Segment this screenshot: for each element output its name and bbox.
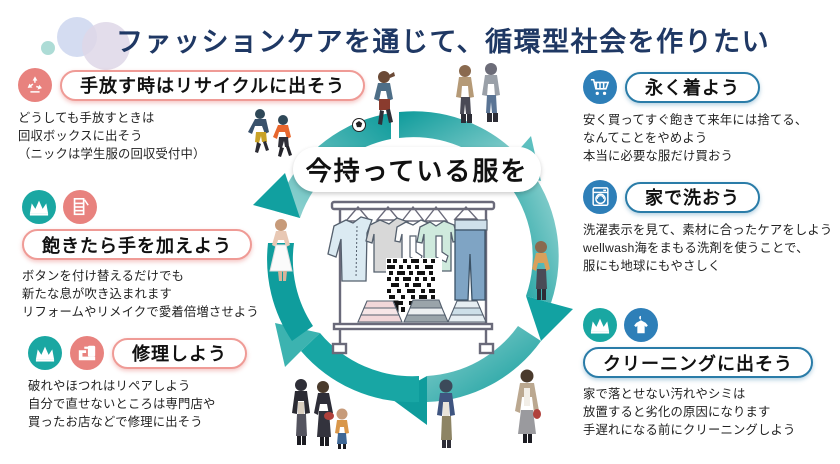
purple-bubble (82, 22, 130, 70)
section-recycle: 手放す時はリサイクルに出そう どうしても手放すときは 回収ボックスに出そう （ニ… (18, 68, 368, 163)
section-wear-long-body: 安く買ってすぐ飽きて来年には捨てる、 なんてことをやめよう 本当に必要な服だけ買… (583, 113, 808, 163)
section-dry-cleaning-body: 家で落とせない汚れやシミは 放置すると劣化の原因になります 手遅れになる前にクリ… (583, 387, 796, 437)
person-runner-orange (273, 115, 292, 157)
person-walking-couple-b (482, 63, 500, 122)
washing-machine-icon (583, 180, 617, 214)
section-wash-at-home-heading: 家で洗おう (625, 181, 760, 213)
wash-crown-icon (22, 190, 56, 224)
wash-crown-icon (28, 336, 62, 370)
section-wear-long-heading: 永く着よう (625, 71, 760, 103)
teal-bubble (41, 41, 55, 55)
section-add-a-touch-body: ボタンを付け替えるだけでも 新たな息が吹き込まれます リフォームやリメイクで愛着… (22, 269, 259, 319)
person-walking-couple-a (456, 65, 474, 123)
person-family-mother (314, 381, 334, 446)
hanger-shirt-icon (624, 308, 658, 342)
soccer-ball-icon (352, 118, 366, 132)
thread-spool-icon (63, 190, 97, 224)
person-family-child (335, 408, 349, 449)
person-dress-left (269, 219, 293, 281)
section-add-a-touch: 飽きたら手を加えよう ボタンを付け替えるだけでも 新たな息が吹き込まれます リフ… (22, 190, 282, 321)
center-label: 今持っている服を (293, 147, 541, 192)
person-center-bottom (437, 379, 455, 448)
shopping-cart-icon (583, 70, 617, 104)
section-recycle-heading: 手放す時はリサイクルに出そう (60, 69, 366, 101)
recycle-icon (18, 68, 52, 102)
person-right-standing (532, 241, 550, 300)
person-family-father (292, 379, 310, 445)
section-dry-cleaning: クリーニングに出そう 家で落とせない汚れやシミは 放置すると劣化の原因になります… (583, 308, 838, 439)
section-recycle-body: どうしても手放すときは 回収ボックスに出そう （ニックは学生服の回収受付中） (18, 111, 206, 161)
section-dry-cleaning-heading: クリーニングに出そう (583, 347, 813, 378)
section-add-a-touch-heading: 飽きたら手を加えよう (22, 229, 252, 260)
section-wear-long: 永く着よう 安く買ってすぐ飽きて来年には捨てる、 なんてことをやめよう 本当に必… (583, 70, 833, 165)
person-runner-blue (248, 109, 269, 153)
section-wash-at-home: 家で洗おう 洗濯表示を見て、素材に合ったケアをしよう wellwash海をまもる… (583, 180, 838, 275)
person-coat-right (515, 369, 541, 443)
section-repair-heading: 修理しよう (112, 337, 247, 369)
person-soccer-player (374, 71, 395, 125)
wash-crown-icon (583, 308, 617, 342)
section-wash-at-home-body: 洗濯表示を見て、素材に合ったケアをしよう wellwash海をまもる洗剤を使うこ… (583, 223, 833, 273)
section-repair: 修理しよう 破れやほつれはリペアしよう 自分で直せないところは専門店や 買ったお… (28, 336, 293, 431)
clothes-rack-illustration (318, 198, 508, 358)
page-title: ファッションケアを通じて、循環型社会を作りたい (116, 27, 771, 57)
section-repair-body: 破れやほつれはリペアしよう 自分で直せないところは専門店や 買ったお店などで修理… (28, 379, 216, 429)
sewing-machine-icon (70, 336, 104, 370)
